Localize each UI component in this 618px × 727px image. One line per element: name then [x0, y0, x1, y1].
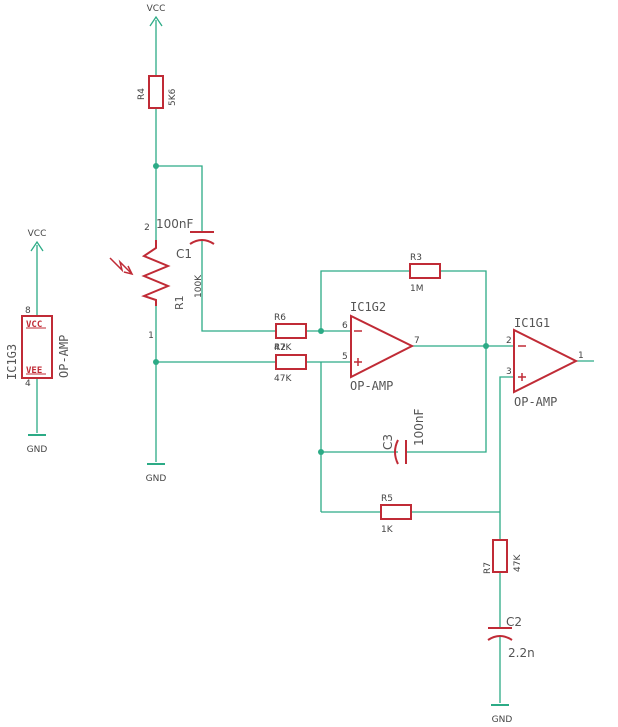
ic1g3-vcc-label: VCC — [26, 320, 42, 330]
ic1g3-value: OP-AMP — [57, 335, 71, 378]
ic1g2-pin-inv: 6 — [342, 321, 348, 331]
c1-name: C1 — [176, 247, 192, 261]
r7-value: 47K — [513, 554, 523, 572]
resistor-r6: R6 — [274, 313, 307, 339]
wire-ic1g1-noninv — [499, 376, 514, 540]
c2-name: C2 — [506, 615, 522, 629]
r2-value: 47K — [274, 374, 292, 384]
opamp-power-ic1g3: VCC VEE 8 4 IC1G3 OP-AMP — [5, 306, 71, 389]
c2-value: 2.2n — [508, 646, 535, 660]
gnd-symbol-power: GND — [27, 434, 48, 455]
gnd-symbol-c2: GND — [491, 704, 513, 725]
ic1g2-name: IC1G2 — [350, 300, 386, 314]
vcc-symbol-power: VCC — [28, 229, 47, 252]
opamp-ic1g1: − + IC1G1 OP-AMP 2 3 1 — [506, 316, 584, 409]
r2-name: R2 — [274, 343, 286, 353]
r1-name: R1 — [173, 295, 186, 310]
ic1g1-pin-noninv: 3 — [506, 367, 512, 377]
wire-r3-left — [320, 270, 410, 331]
junctions — [153, 163, 489, 455]
ic1g3-vee-label: VEE — [26, 366, 42, 376]
gnd-label: GND — [492, 715, 513, 725]
ic1g2-pin-noninv: 5 — [342, 352, 348, 362]
c3-value: 100nF — [412, 408, 426, 446]
r5-name: R5 — [381, 494, 393, 504]
c1-value: 100nF — [156, 217, 194, 231]
ic1g2-pin-out: 7 — [414, 336, 420, 346]
r6-name: R6 — [274, 313, 286, 323]
ic1g2-value: OP-AMP — [350, 379, 393, 393]
r4-value: 5K6 — [168, 88, 178, 106]
r3-name: R3 — [410, 253, 422, 263]
r1-value: 100K — [194, 274, 204, 298]
ic1g1-name: IC1G1 — [514, 316, 550, 330]
r1-pin-top: 2 — [144, 223, 150, 233]
ic1g1-pin-out: 1 — [578, 351, 584, 361]
resistor-r2: R2 47K 47K — [274, 343, 307, 384]
capacitor-c2: C2 2.2n — [487, 615, 535, 660]
r7-name: R7 — [483, 562, 493, 574]
wire-node-c1 — [156, 165, 203, 232]
resistor-r3: R3 1M — [409, 253, 441, 294]
wire-c1-r6 — [201, 240, 276, 332]
vcc-label: VCC — [28, 229, 47, 239]
capacitor-c1: 100nF C1 — [156, 217, 215, 261]
ic1g1-value: OP-AMP — [514, 395, 557, 409]
r1-pin-bottom: 1 — [148, 331, 154, 341]
junction-node — [153, 163, 159, 169]
nets — [36, 20, 594, 703]
opamp-ic1g2: − + IC1G2 OP-AMP 6 5 7 — [342, 300, 420, 393]
vcc-label: VCC — [147, 4, 166, 14]
r6-value: 47K — [274, 343, 292, 353]
junction-node — [153, 359, 159, 365]
ic1g3-pin-vee: 4 — [25, 379, 31, 389]
ic1g3-name: IC1G3 — [5, 344, 19, 380]
r3-value: 1M — [410, 284, 424, 294]
gnd-symbol-ldr: GND — [146, 463, 167, 484]
junction-node — [318, 328, 324, 334]
resistor-r7: R7 47K — [483, 539, 523, 574]
wire-out-c3 — [406, 346, 487, 453]
r4-name: R4 — [137, 88, 147, 100]
ic1g1-pin-inv: 2 — [506, 336, 512, 346]
ic1g3-pin-vcc: 8 — [25, 306, 31, 316]
wire-r3-right — [440, 270, 487, 346]
light-arrow-icon — [109, 257, 133, 275]
resistor-r5: R5 1K — [380, 494, 412, 535]
r5-value: 1K — [381, 525, 394, 535]
junction-node — [483, 343, 489, 349]
c3-name: C3 — [381, 434, 395, 450]
capacitor-c3: C3 100nF — [381, 408, 426, 465]
gnd-label: GND — [27, 445, 48, 455]
ldr-r1: 2 1 R1 100K — [109, 223, 204, 341]
resistor-r4: R4 5K6 — [137, 75, 178, 109]
gnd-label: GND — [146, 474, 167, 484]
junction-node — [318, 449, 324, 455]
vcc-symbol-main: VCC — [147, 4, 166, 27]
